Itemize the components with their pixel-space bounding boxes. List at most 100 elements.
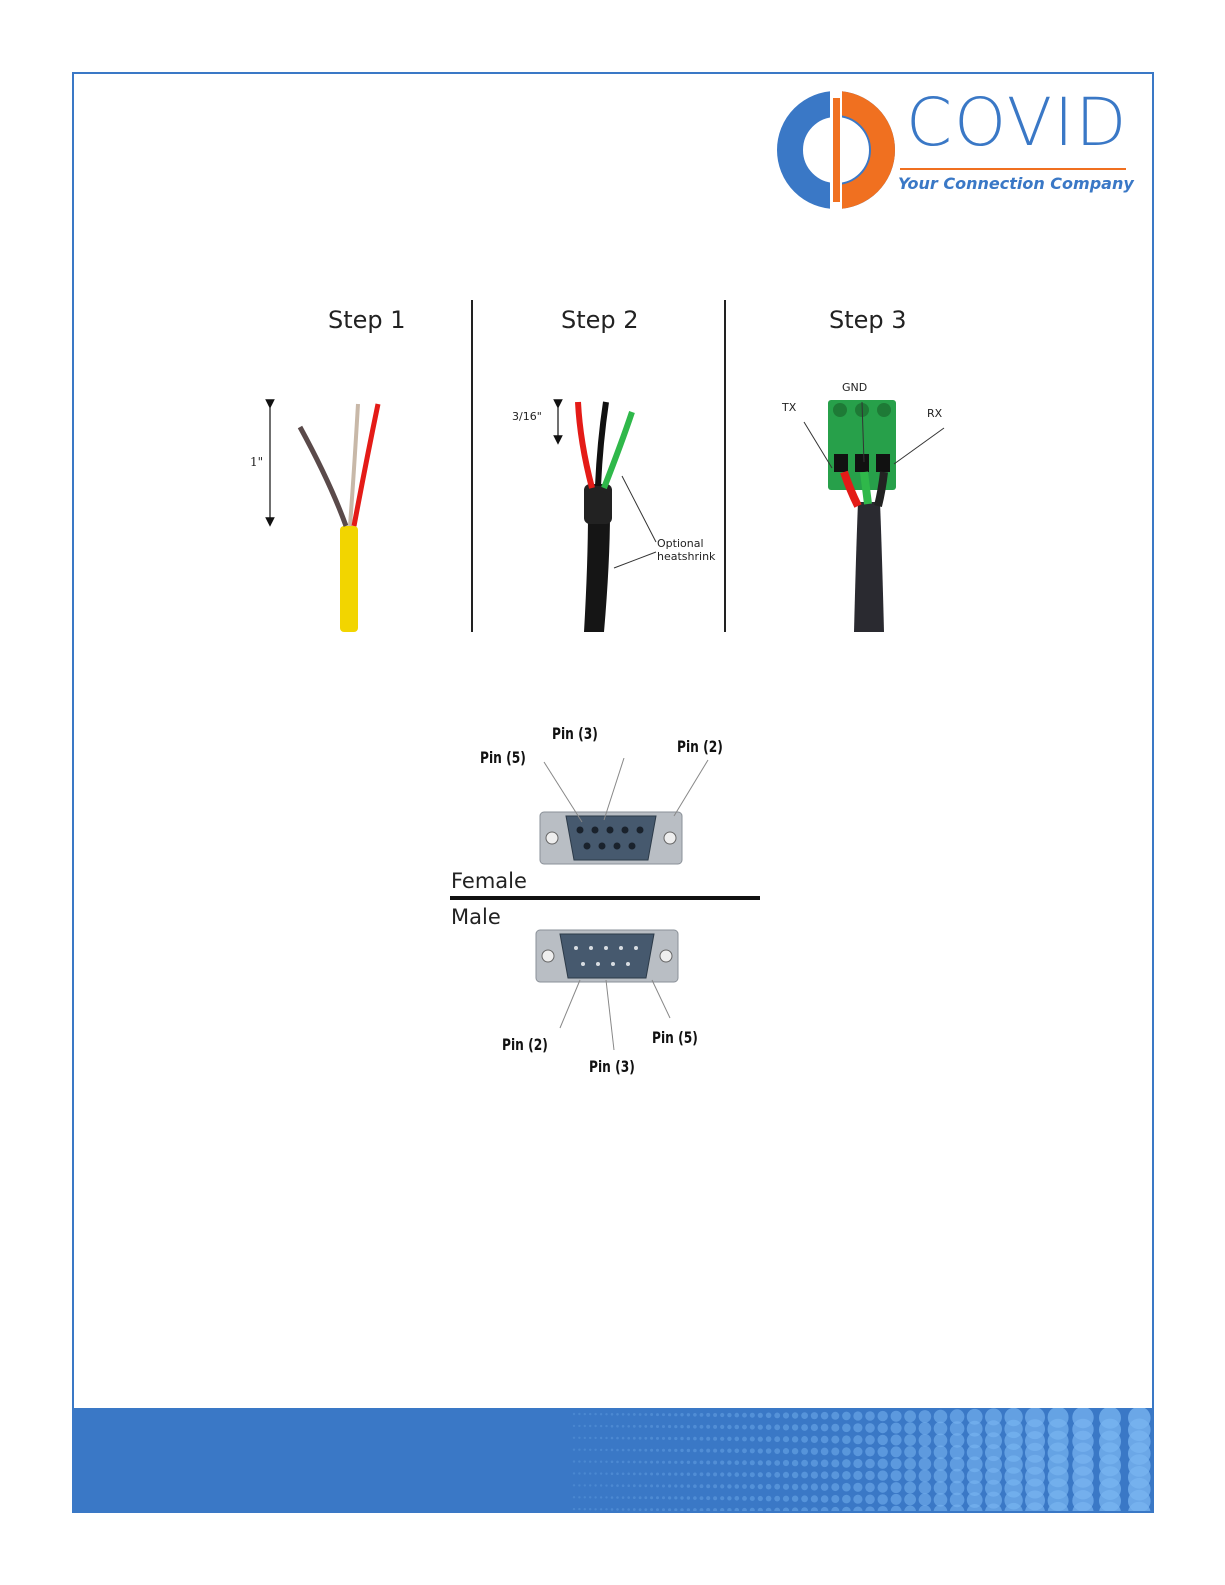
footer-dot [891,1506,902,1513]
footer-dot [727,1425,731,1429]
footer-dot [650,1473,653,1476]
footer-dot [611,1496,614,1499]
footer-dot [919,1422,932,1435]
footer-dot [687,1508,690,1511]
footer-dot [792,1412,798,1418]
footer-dot [611,1413,614,1416]
footer-dot [600,1461,602,1463]
footer-dot [650,1449,653,1452]
footer-dot [750,1437,755,1442]
footer-dot [735,1449,740,1454]
footer-dot [842,1495,851,1504]
footer-dot [766,1413,772,1419]
footer-dot [934,1481,948,1495]
footer-dot [891,1446,902,1457]
footer-dot [584,1460,586,1462]
footer-dot [727,1484,731,1488]
footer-dot [878,1470,888,1480]
footer-dot [573,1460,575,1462]
footer-dot [706,1437,710,1441]
footer-dot [811,1472,818,1479]
footer-dot [687,1425,690,1428]
footer-dot [934,1505,948,1513]
footer-dot [589,1425,591,1427]
footer-dot [720,1413,724,1417]
footer-dot [774,1424,780,1430]
footer-dot [616,1425,619,1428]
footer-dot [616,1508,619,1511]
footer-dot [758,1425,763,1430]
footer-dot [742,1508,747,1513]
footer-dot [674,1496,677,1499]
footer-dot [831,1483,839,1491]
footer-dot [594,1472,596,1474]
footer-dot [811,1507,818,1513]
footer-dot [578,1425,580,1427]
footer-dot [865,1471,875,1481]
footer-dot [693,1496,697,1500]
footer-dot [865,1459,875,1469]
footer-dot [706,1425,710,1429]
footer-dot [783,1424,789,1430]
footer-dot [758,1508,763,1513]
logo-rule [900,168,1126,170]
footer-dot [573,1496,575,1498]
footer-dot [720,1508,724,1512]
footer-dot [727,1413,731,1417]
footer-dot [842,1483,851,1492]
footer-dot [639,1496,642,1499]
footer-dot [584,1508,586,1510]
step-3-terminal-block-image [784,382,984,632]
footer-dot [668,1425,671,1428]
footer-dot [578,1484,580,1486]
footer-dot [693,1484,697,1488]
footer-dot [735,1484,740,1489]
step-3-tx-label: TX [782,402,796,415]
footer-dot [801,1484,808,1491]
footer-dot [622,1437,625,1440]
footer-dot [627,1425,630,1428]
footer-dot [693,1437,697,1441]
footer-dot [656,1496,659,1499]
footer-dot [589,1484,591,1486]
footer-dot [616,1437,619,1440]
footer-dot [668,1461,671,1464]
footer-dot [842,1435,851,1444]
footer-dot [668,1437,671,1440]
footer-dot [766,1448,772,1454]
footer-dot [758,1448,763,1453]
footer-dot [650,1413,653,1416]
footer-dot [774,1448,780,1454]
footer-dot [742,1448,747,1453]
footer-dot [700,1437,704,1441]
footer-dot [639,1508,642,1511]
footer-dot [605,1496,607,1498]
footer-dot [774,1484,780,1490]
footer-dot [801,1412,808,1419]
footer-dot [831,1459,839,1467]
male-label: Male [451,905,501,929]
footer-dot [792,1424,798,1430]
footer-dot [706,1449,710,1453]
footer-dot [774,1460,780,1466]
footer-dot [865,1435,875,1445]
footer-dot [713,1449,717,1453]
footer-dot [811,1483,818,1490]
footer-dot [891,1458,902,1469]
footer-dot [693,1413,697,1417]
footer-dot [668,1413,671,1416]
footer-dot [853,1411,862,1420]
footer-dot [662,1461,665,1464]
footer-dot [674,1473,677,1476]
footer-dot [713,1425,717,1429]
footer-dot [616,1413,619,1416]
footer-dot [865,1483,875,1493]
footer-dot [680,1449,683,1452]
footer-dot [891,1411,902,1422]
footer-dot [674,1449,677,1452]
footer-dot [792,1436,798,1442]
footer-dot [934,1469,948,1483]
footer-dot [865,1411,875,1421]
footer-dot [656,1413,659,1416]
footer-dot [735,1437,740,1442]
